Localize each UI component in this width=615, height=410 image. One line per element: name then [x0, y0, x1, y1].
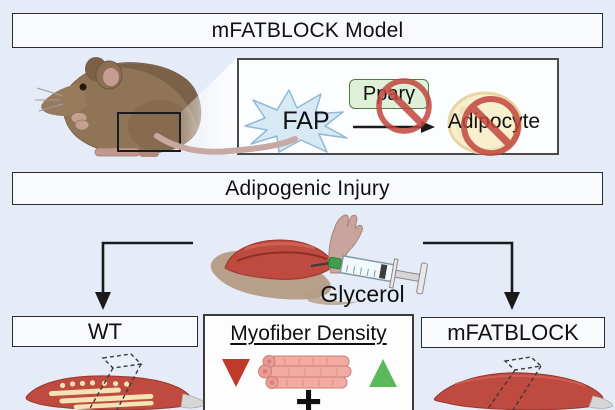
mouse-whiskers: [35, 87, 64, 112]
fap-mechanism-panel: FAP Pparγ Adipocyte: [237, 58, 559, 156]
needle-icon: [310, 261, 331, 268]
zoom-cone: [181, 58, 237, 155]
model-title-label: mFATBLOCK Model: [211, 18, 404, 42]
hindlimb-tissue-2: [305, 291, 363, 305]
section-plane: [88, 353, 143, 410]
fap-cell-icon: [244, 89, 348, 153]
syringe-icon: [327, 255, 428, 295]
wt-fatty-muscle-icon: [25, 353, 207, 410]
glycerol-label: Glycerol: [320, 281, 405, 307]
mfatblock-lean-muscle-icon: [433, 356, 614, 410]
mouse-eye-icon: [79, 83, 87, 91]
glycerol-injection-illustration: [210, 214, 428, 305]
mouse-ear-inner: [103, 68, 119, 86]
mouse-illustration: [35, 57, 202, 157]
branch-arrows: [95, 241, 520, 310]
no-symbol-icon: [461, 96, 521, 156]
increase-triangle-icon: [369, 359, 397, 387]
fap-label: FAP: [282, 107, 330, 135]
model-title-banner: mFATBLOCK Model: [12, 13, 603, 48]
tendon: [588, 395, 614, 409]
arrowhead-right-icon: [504, 292, 520, 310]
injury-banner: Adipogenic Injury: [12, 172, 603, 205]
wt-box: WT: [12, 316, 198, 347]
mouse-back-shading: [98, 63, 200, 126]
decrease-triangle-icon: [222, 359, 250, 387]
mouse-front-paw-2: [74, 119, 90, 131]
myofiber-bundle-icon: [258, 355, 352, 389]
no-symbol-icon: [376, 78, 432, 134]
myofiber-density-panel: Myofiber Density: [203, 314, 414, 410]
mouse-snout: [41, 84, 87, 116]
wt-label: WT: [87, 318, 123, 344]
section-plane: [486, 356, 543, 410]
injury-banner-label: Adipogenic Injury: [225, 176, 390, 200]
magnified-region-box: [117, 112, 181, 152]
plus-sign: +: [295, 375, 322, 410]
mfatblock-box: mFATBLOCK: [421, 317, 605, 348]
fat-infiltration: [49, 380, 154, 410]
mfatblock-label: mFATBLOCK: [447, 319, 579, 345]
mouse-tail: [154, 133, 298, 155]
arrowhead-left-icon: [95, 292, 111, 310]
myofiber-density-title: Myofiber Density: [230, 322, 387, 345]
